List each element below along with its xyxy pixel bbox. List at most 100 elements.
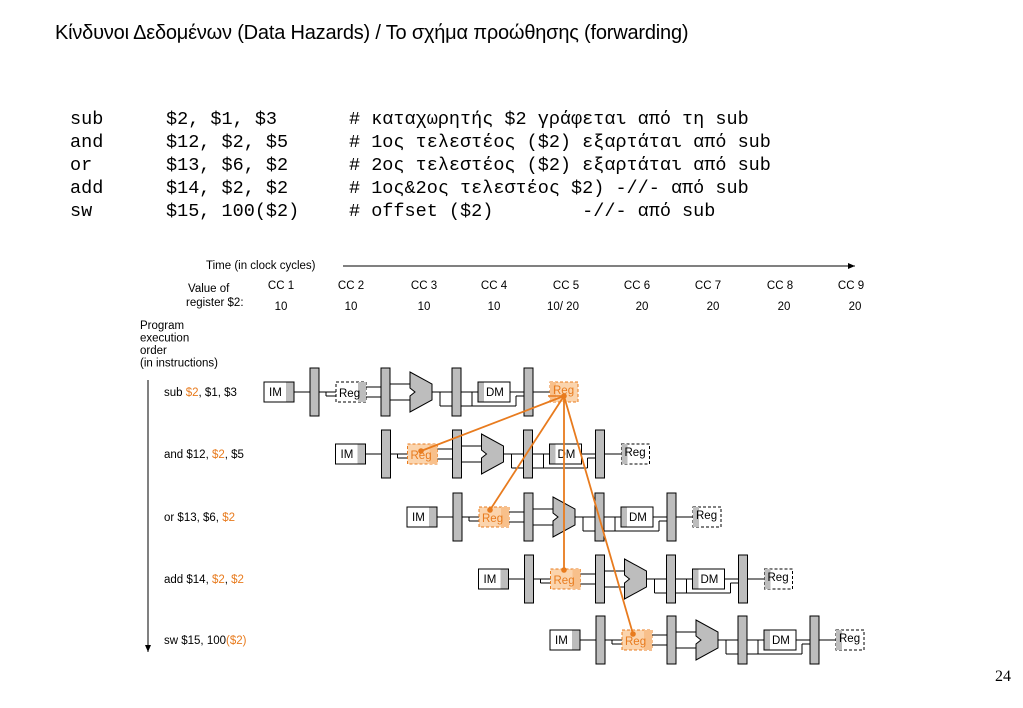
instruction-part: ($2) (226, 635, 247, 647)
code-opcode: or (70, 155, 93, 176)
cycle-label: CC 1 (268, 280, 294, 292)
code-opcode: and (70, 132, 104, 153)
im-label: IM (484, 574, 497, 586)
im-label: IM (341, 449, 354, 461)
code-line: add$14, $2, $2# 1ος&2ος τελεστέος $2) -/… (70, 177, 771, 200)
instruction-label: sw $15, 100($2) (164, 635, 247, 647)
instruction-part: and $12, (164, 449, 212, 461)
reg-write-shade (836, 630, 842, 650)
instruction-part: or $13, $6, (164, 512, 222, 524)
dm-label: DM (486, 387, 504, 399)
cycle-label: CC 3 (411, 280, 437, 292)
instruction-part: , (225, 574, 231, 586)
cycle-label: CC 5 (553, 280, 579, 292)
reg-read-shade (572, 569, 581, 589)
dm-label: DM (558, 449, 576, 461)
alu-shape (409, 371, 433, 413)
code-listing: sub$2, $1, $3# καταχωρητής $2 γράφεται α… (70, 108, 771, 223)
reg-read-shade (429, 444, 438, 464)
cycle-label: CC 7 (695, 280, 721, 292)
code-operands: $13, $6, $2 (166, 155, 289, 176)
code-operands: $14, $2, $2 (166, 178, 289, 199)
code-operands: $2, $1, $3 (166, 109, 278, 130)
im-shade (572, 630, 580, 650)
forwarding-target-dot (487, 507, 493, 513)
program-order-label: order (140, 345, 167, 357)
pipeline-register (595, 429, 605, 479)
reg-write-label: Reg (625, 447, 646, 459)
dm-shade (549, 444, 556, 464)
forwarding-target-dot (418, 448, 424, 454)
time-axis-label: Time (in clock cycles) (206, 260, 316, 272)
reg-write-label: Reg (839, 633, 860, 645)
instruction-part: , $1, $3 (199, 387, 237, 399)
cycle-label: CC 8 (767, 280, 793, 292)
program-order-label: execution (140, 333, 189, 345)
value-of-label: Value of (188, 283, 230, 295)
instruction-part: sub (164, 387, 186, 399)
alu-shape (695, 619, 719, 661)
im-shade (500, 569, 509, 589)
code-line: or $13, $6, $2 # 2ος τελεστέος ($2) εξαρτά… (70, 154, 771, 177)
code-comment: # 2ος τελεστέος ($2) εξαρτάται από sub (349, 155, 771, 176)
register-value: 20 (707, 301, 720, 313)
register-value: 20 (778, 301, 791, 313)
reg-read-label: Reg (625, 636, 646, 648)
im-label: IM (269, 387, 282, 399)
code-opcode: sub (70, 109, 104, 130)
dm-label: DM (629, 512, 647, 524)
code-line: sub$2, $1, $3# καταχωρητής $2 γράφεται α… (70, 108, 771, 131)
pipeline-register (666, 554, 676, 604)
forwarding-arrow (563, 395, 634, 635)
reg-read-shade (501, 507, 509, 527)
cycle-label: CC 6 (624, 280, 650, 292)
instruction-part: add $14, (164, 574, 212, 586)
register-value: 10 (418, 301, 431, 313)
reg-write-label: Reg (553, 385, 574, 397)
instruction-label: sub $2, $1, $3 (164, 387, 237, 399)
pipeline-register (380, 367, 391, 417)
pipeline-register (381, 429, 391, 479)
program-order-label: Program (140, 320, 184, 332)
alu-shape (624, 558, 647, 600)
cycle-label: CC 4 (481, 280, 508, 292)
pipeline-register (309, 367, 320, 417)
dm-label: DM (772, 635, 790, 647)
pipeline-register (452, 429, 462, 479)
pipeline-register (595, 615, 606, 665)
reg-write-shade (764, 569, 771, 589)
instruction-part: sw $15, 100 (164, 635, 226, 647)
pipeline-register (523, 429, 533, 479)
instruction-part: $2 (186, 387, 199, 399)
pipeline-register (738, 554, 748, 604)
code-opcode: sw (70, 201, 93, 222)
page-title: Κίνδυνοι Δεδομένων (Data Hazards) / Το σ… (55, 22, 689, 44)
im-shade (429, 507, 437, 527)
reg-write-shade (693, 507, 699, 527)
forwarding-arrow (489, 395, 565, 511)
instruction-part: $2 (231, 574, 244, 586)
reg-read-label: Reg (339, 388, 360, 400)
cycle-label: CC 9 (838, 280, 864, 292)
instruction-label: or $13, $6, $2 (164, 512, 235, 524)
reg-read-label: Reg (554, 575, 575, 587)
pipeline-register (809, 615, 820, 665)
register-value: 20 (849, 301, 862, 313)
register-value: 10 (488, 301, 501, 313)
alu-shape (481, 433, 504, 475)
reg-write-shade (621, 444, 628, 464)
instruction-part: $2 (222, 512, 235, 524)
register-value: 10 (345, 301, 358, 313)
register-value: 10 (275, 301, 288, 313)
pipeline-register (666, 492, 677, 542)
code-comment: # offset ($2) -//- από sub (349, 201, 716, 222)
pipeline-register (523, 492, 534, 542)
pipeline-register (666, 615, 677, 665)
forwarding-source-dot (561, 393, 567, 399)
dm-shade (478, 382, 484, 402)
im-label: IM (412, 512, 425, 524)
reg-read-label: Reg (482, 513, 503, 525)
